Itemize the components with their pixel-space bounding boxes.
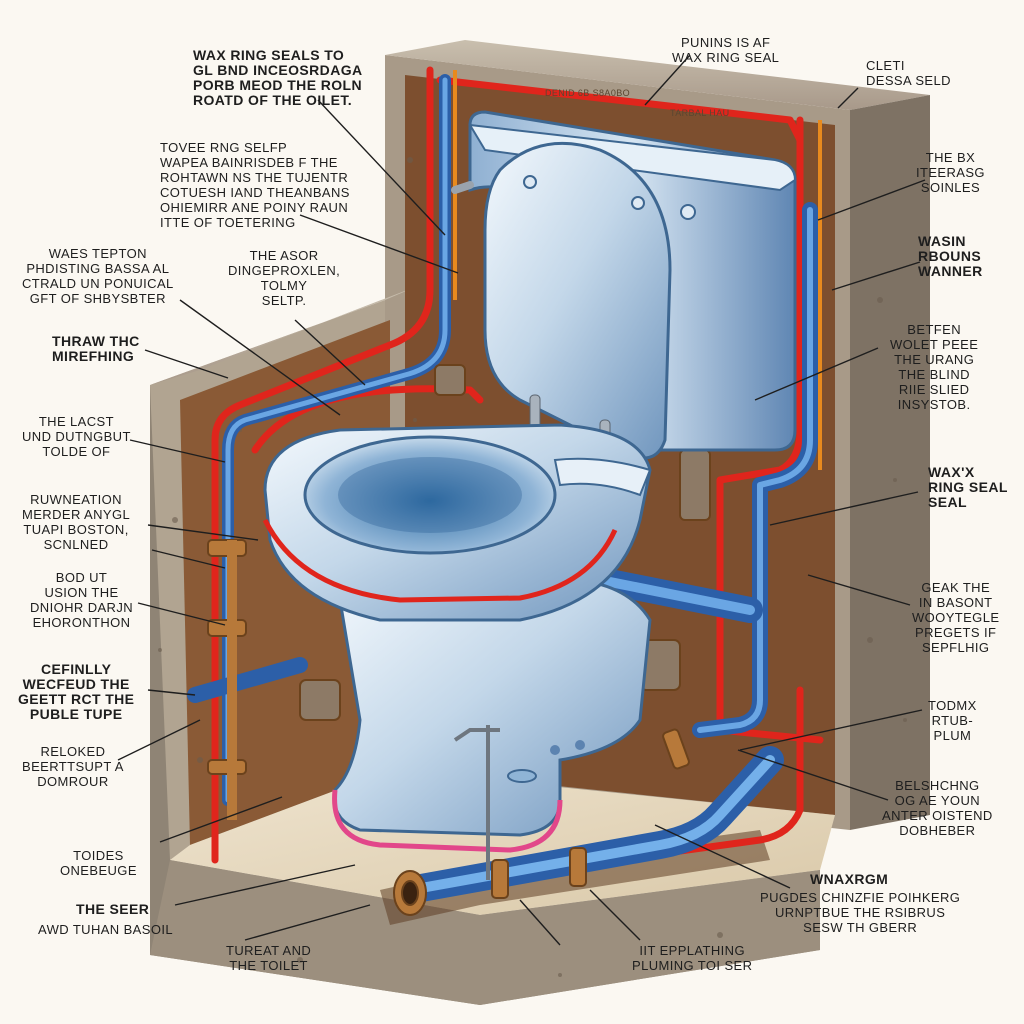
- label-wnaxrgm: WNAXRGM: [810, 871, 889, 887]
- toilet-bowl: [262, 423, 652, 622]
- label-todmx: TODMX RTUB- PLUM: [928, 698, 977, 743]
- label-tovee: TOVEE RNG SELFP WAPEA BAINRISDEB F THE R…: [160, 140, 350, 230]
- label-tureat: TUREAT AND THE TOILET: [226, 943, 312, 973]
- label-belshchng: BELSHCHNG OG AE YOUN ANTER OISTEND DOBHE…: [882, 778, 993, 838]
- blue-pipe-supply: [187, 657, 308, 703]
- label-pugdes: PUGDES CHINZFIE POIHKERG URNPTBUE THE RS…: [760, 890, 961, 935]
- label-betfen: BETFEN WOLET PEEE THE URANG THE BLIND RI…: [890, 322, 979, 412]
- orange-lines: [453, 70, 822, 470]
- red-line-floor: [466, 686, 804, 884]
- shutoff-valve: [453, 725, 500, 880]
- label-thraw: THRAW THC MIREFHING: [52, 333, 140, 364]
- label-lacst: THE LACST UND DUTNGBUT TOLDE OF: [22, 414, 131, 459]
- label-toides: TOIDES ONEBEUGE: [60, 848, 137, 878]
- red-line-top: [436, 76, 804, 144]
- toilet-base: [332, 576, 652, 880]
- label-the-seer: THE SEER: [76, 901, 150, 917]
- label-cleti: CLETI DESSA SELD: [866, 58, 951, 88]
- label-tuhan: AWD TUHAN BASOIL: [38, 922, 173, 937]
- red-line-right: [716, 116, 824, 744]
- label-bx: THE BX ITEERASG SOINLES: [916, 150, 985, 195]
- label-geak: GEAK THE IN BASONT WOOYTEGLE PREGETS IF …: [912, 580, 1000, 655]
- label-puning: PUNINS IS AF WAX RING SEAL: [672, 35, 780, 65]
- label-bod: BOD UT USION THE DNIOHR DARJN EHORONTHON: [30, 570, 134, 630]
- label-cefinlly: CEFINLLY WECFEUD THE GEETT RCT THE PUBLE…: [18, 661, 135, 722]
- label-reloked: RELOKED BEERTTSUPT A DOMROUR: [22, 744, 124, 789]
- red-line-left-outer: [211, 66, 434, 864]
- red-lines: [211, 66, 824, 884]
- blue-pipes: [187, 74, 818, 904]
- back-wall-top: [385, 40, 930, 110]
- leader-lines: [117, 54, 926, 946]
- wall-text-1: DENID 6B S8A0BO: [545, 88, 631, 98]
- label-wasin: WASIN RBOUNS WANNER: [918, 233, 983, 279]
- label-ruwn: RUWNEATION MERDER ANYGL TUAPI BOSTON, SC…: [22, 492, 131, 552]
- label-wax-ring-seals: WAX RING SEALS TO GL BND INCEOSRDAGA POR…: [193, 47, 363, 108]
- right-wall-side: [850, 95, 930, 830]
- slab-front: [150, 860, 820, 1005]
- label-asor: THE ASOR DINGEPROXLEN, TOLMY SELTP.: [228, 248, 341, 308]
- label-iit-epplating: IIT EPPLATHING PLUMING TOI SER: [632, 943, 753, 973]
- label-waes: WAES TEPTON PHDISTING BASSA AL CTRALD UN…: [22, 246, 174, 306]
- wall-text-2: TARBAL HAU: [670, 108, 730, 118]
- flush-lever: [451, 181, 474, 194]
- bowl-opening: [303, 435, 557, 555]
- label-wax-right: WAX'X RING SEAL SEAL: [928, 464, 1008, 510]
